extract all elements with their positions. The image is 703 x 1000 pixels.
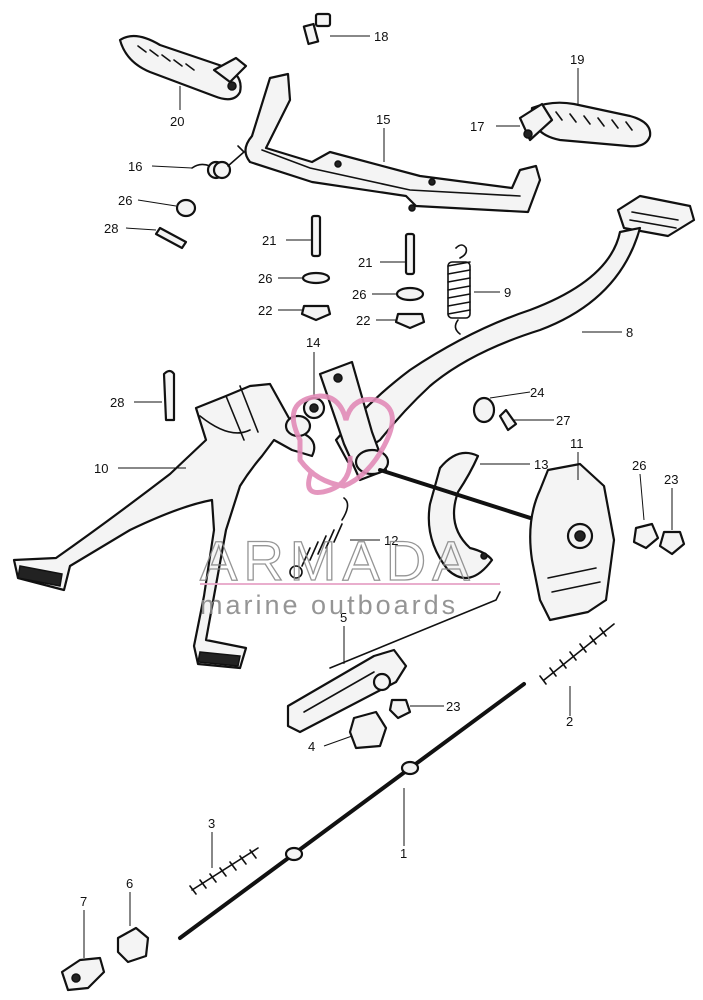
callout-26-c: 26 bbox=[352, 287, 366, 302]
callout-26-b: 26 bbox=[258, 271, 272, 286]
part-nut-23a bbox=[658, 530, 686, 556]
part-cotter-pin-28b bbox=[162, 369, 176, 422]
callout-16: 16 bbox=[128, 159, 142, 174]
part-washer-24 bbox=[472, 396, 496, 424]
part-brake-pedal bbox=[318, 194, 696, 482]
part-cotter-pin-28a bbox=[154, 226, 188, 250]
callout-28-b: 28 bbox=[110, 395, 124, 410]
part-small-spring bbox=[189, 847, 259, 895]
part-nut-23b bbox=[388, 698, 412, 720]
callout-labels: 18 20 15 19 17 16 26 28 21 21 26 26 22 2… bbox=[80, 29, 678, 909]
callout-15: 15 bbox=[376, 112, 390, 127]
callout-5: 5 bbox=[340, 610, 347, 625]
part-footrest-bar bbox=[244, 72, 542, 214]
callout-2: 2 bbox=[566, 714, 573, 729]
callout-14: 14 bbox=[306, 335, 320, 350]
callout-28-a: 28 bbox=[104, 221, 118, 236]
part-rod-spring bbox=[539, 623, 615, 685]
callout-18: 18 bbox=[374, 29, 388, 44]
watermark-brand: ARMADA bbox=[200, 529, 476, 592]
part-bolt-stack-left bbox=[300, 214, 332, 322]
callout-21-b: 21 bbox=[358, 255, 372, 270]
part-cotter-pin-27 bbox=[498, 408, 518, 432]
part-stand-bracket bbox=[427, 451, 494, 580]
watermark-logo-icon bbox=[290, 393, 395, 489]
callout-23-a: 23 bbox=[664, 472, 678, 487]
part-brake-arm bbox=[286, 591, 501, 734]
callout-22-b: 22 bbox=[356, 313, 370, 328]
part-nut-26a bbox=[175, 198, 197, 218]
part-torsion-spring bbox=[191, 145, 246, 180]
callout-1: 1 bbox=[400, 846, 407, 861]
part-adjust-nut-6 bbox=[116, 926, 150, 964]
part-brake-rod bbox=[178, 682, 526, 940]
part-bolt bbox=[302, 12, 332, 46]
callout-6: 6 bbox=[126, 876, 133, 891]
callout-7: 7 bbox=[80, 894, 87, 909]
callout-13: 13 bbox=[534, 457, 548, 472]
part-wing-nut-7 bbox=[60, 956, 106, 992]
callout-26-a: 26 bbox=[118, 193, 132, 208]
callout-9: 9 bbox=[504, 285, 511, 300]
part-left-footrest bbox=[118, 34, 248, 101]
leader-lines bbox=[83, 35, 673, 958]
callout-10: 10 bbox=[94, 461, 108, 476]
part-joint-4 bbox=[348, 710, 388, 750]
callout-26-d: 26 bbox=[632, 458, 646, 473]
callout-24: 24 bbox=[530, 385, 544, 400]
part-return-spring bbox=[447, 244, 471, 335]
callout-8: 8 bbox=[626, 325, 633, 340]
part-nut-26b bbox=[632, 522, 660, 550]
part-main-stand bbox=[12, 382, 316, 670]
callout-22-a: 22 bbox=[258, 303, 272, 318]
callout-21-a: 21 bbox=[262, 233, 276, 248]
part-bolt-stack-right bbox=[394, 232, 426, 330]
callout-20: 20 bbox=[170, 114, 184, 129]
watermark-tagline: marine outboards bbox=[200, 590, 458, 620]
part-stand-spring bbox=[289, 497, 349, 579]
callout-4: 4 bbox=[308, 739, 315, 754]
watermark: ARMADA marine outboards bbox=[199, 393, 500, 620]
callout-23-b: 23 bbox=[446, 699, 460, 714]
callout-11: 11 bbox=[570, 436, 584, 451]
part-right-footrest bbox=[518, 101, 652, 148]
callout-27: 27 bbox=[556, 413, 570, 428]
callout-17: 17 bbox=[470, 119, 484, 134]
part-pivot-shaft bbox=[378, 462, 616, 622]
callout-19: 19 bbox=[570, 52, 584, 67]
callout-12: 12 bbox=[384, 533, 398, 548]
callout-3: 3 bbox=[208, 816, 215, 831]
